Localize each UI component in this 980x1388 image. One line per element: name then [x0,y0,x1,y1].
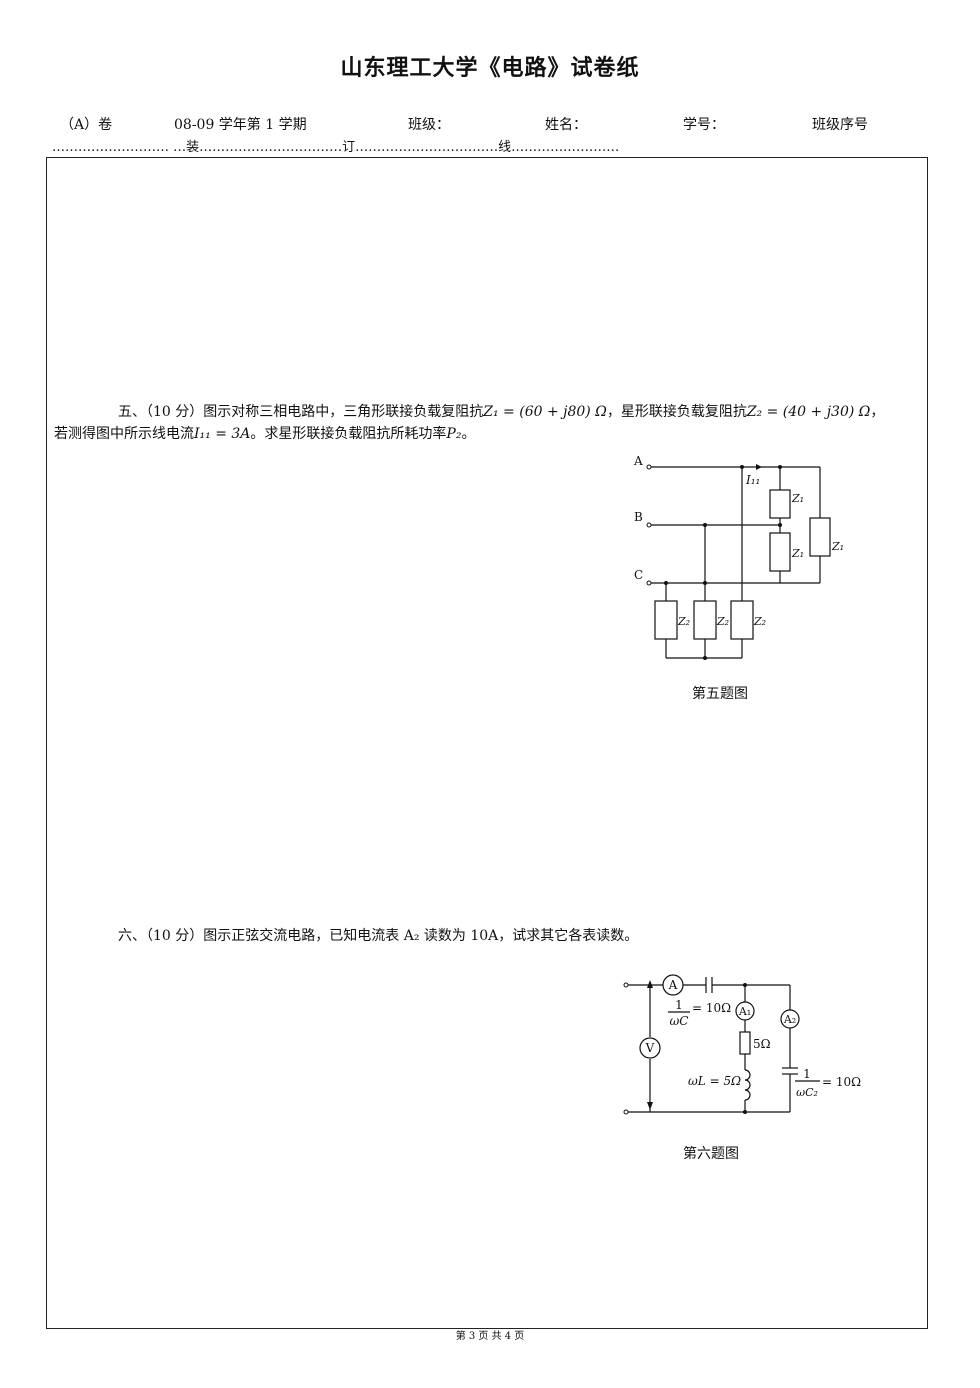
c2-denominator: ωC₂ [796,1086,818,1099]
node-c-label: C [634,568,643,582]
q5-i-expr: I₁₁ = 3A [194,426,251,442]
q5-z2-expr: Z₂ = (40 + j30) Ω [746,404,871,420]
ammeter-a-icon: A [668,978,678,992]
q5-mid: ，星形联接负载复阻抗 [606,404,747,420]
name-label: 姓名： [545,117,587,133]
c1-value: = 10Ω [692,1001,731,1015]
ammeter-a1-icon: A₁ [738,1005,751,1018]
q5-z1-expr: Z₁ = (60 + j80) Ω [483,404,607,420]
c2-value: = 10Ω [822,1075,861,1089]
q5-lead: 五、（10 分）图示对称三相电路中，三角形联接负载复阻抗 [118,404,484,420]
term-label: 08-09 学年第 1 学期 [174,117,307,133]
q5-end: 。 [461,426,476,442]
c2-numerator: 1 [803,1067,811,1081]
voltmeter-v-icon: V [645,1041,655,1055]
q6-text: 六、（10 分）图示正弦交流电路，已知电流表 A₂ 读数为 10A，试求其它各表… [118,928,639,944]
figure-6-circuit: A A₁ A₂ V 1 ωC 1 ωC₂ = 10Ω 5Ω ωL = 5Ω = … [623,974,861,1115]
page-title: 山东理工大学《电路》试卷纸 [340,56,640,81]
resistor-label: 5Ω [753,1037,771,1051]
class-label: 班级： [408,117,450,133]
page-footer: 第 3 页 共 4 页 [455,1331,525,1342]
c1-numerator: 1 [675,998,683,1012]
star-z2-right-label: Z₂ [753,615,766,628]
star-z2-left-label: Z₂ [677,615,690,628]
paper-label: （A）卷 [60,117,113,133]
node-b-label: B [634,510,643,524]
q5-p-expr: P₂ [446,426,462,442]
delta-z1-mid-label: Z₁ [791,547,804,560]
class-seq-label: 班级序号 [812,117,868,133]
question-6: 六、（10 分）图示正弦交流电路，已知电流表 A₂ 读数为 10A，试求其它各表… [54,925,924,947]
delta-z1-top-label: Z₁ [791,492,804,505]
q5-line2b: 。求星形联接负载阻抗所耗功率 [250,426,447,442]
question-5: 五、（10 分）图示对称三相电路中，三角形联接负载复阻抗Z₁ = (60 + j… [54,401,924,445]
figure-5-caption: 第五题图 [692,686,748,702]
answer-frame [46,157,928,1329]
inductor-label: ωL = 5Ω [688,1074,741,1088]
q5-line2a: 若测得图中所示线电流 [54,426,194,442]
delta-z1-right-label: Z₁ [831,540,844,553]
ammeter-a2-icon: A₂ [783,1013,796,1026]
figure-5-circuit: A B C I₁₁ Z₁ Z₁ Z₁ Z₂ Z₂ Z₂ [633,454,844,660]
node-a-label: A [633,454,643,468]
star-z2-mid-label: Z₂ [716,615,729,628]
figure-6-caption: 第六题图 [683,1146,739,1162]
current-i11-label: I₁₁ [745,473,760,487]
student-id-label: 学号： [683,117,725,133]
binding-line: ……………………… …装……………………………订……………………………线…………… [52,140,620,155]
c1-denominator: ωC [670,1014,689,1028]
q5-tail: ， [870,404,885,420]
